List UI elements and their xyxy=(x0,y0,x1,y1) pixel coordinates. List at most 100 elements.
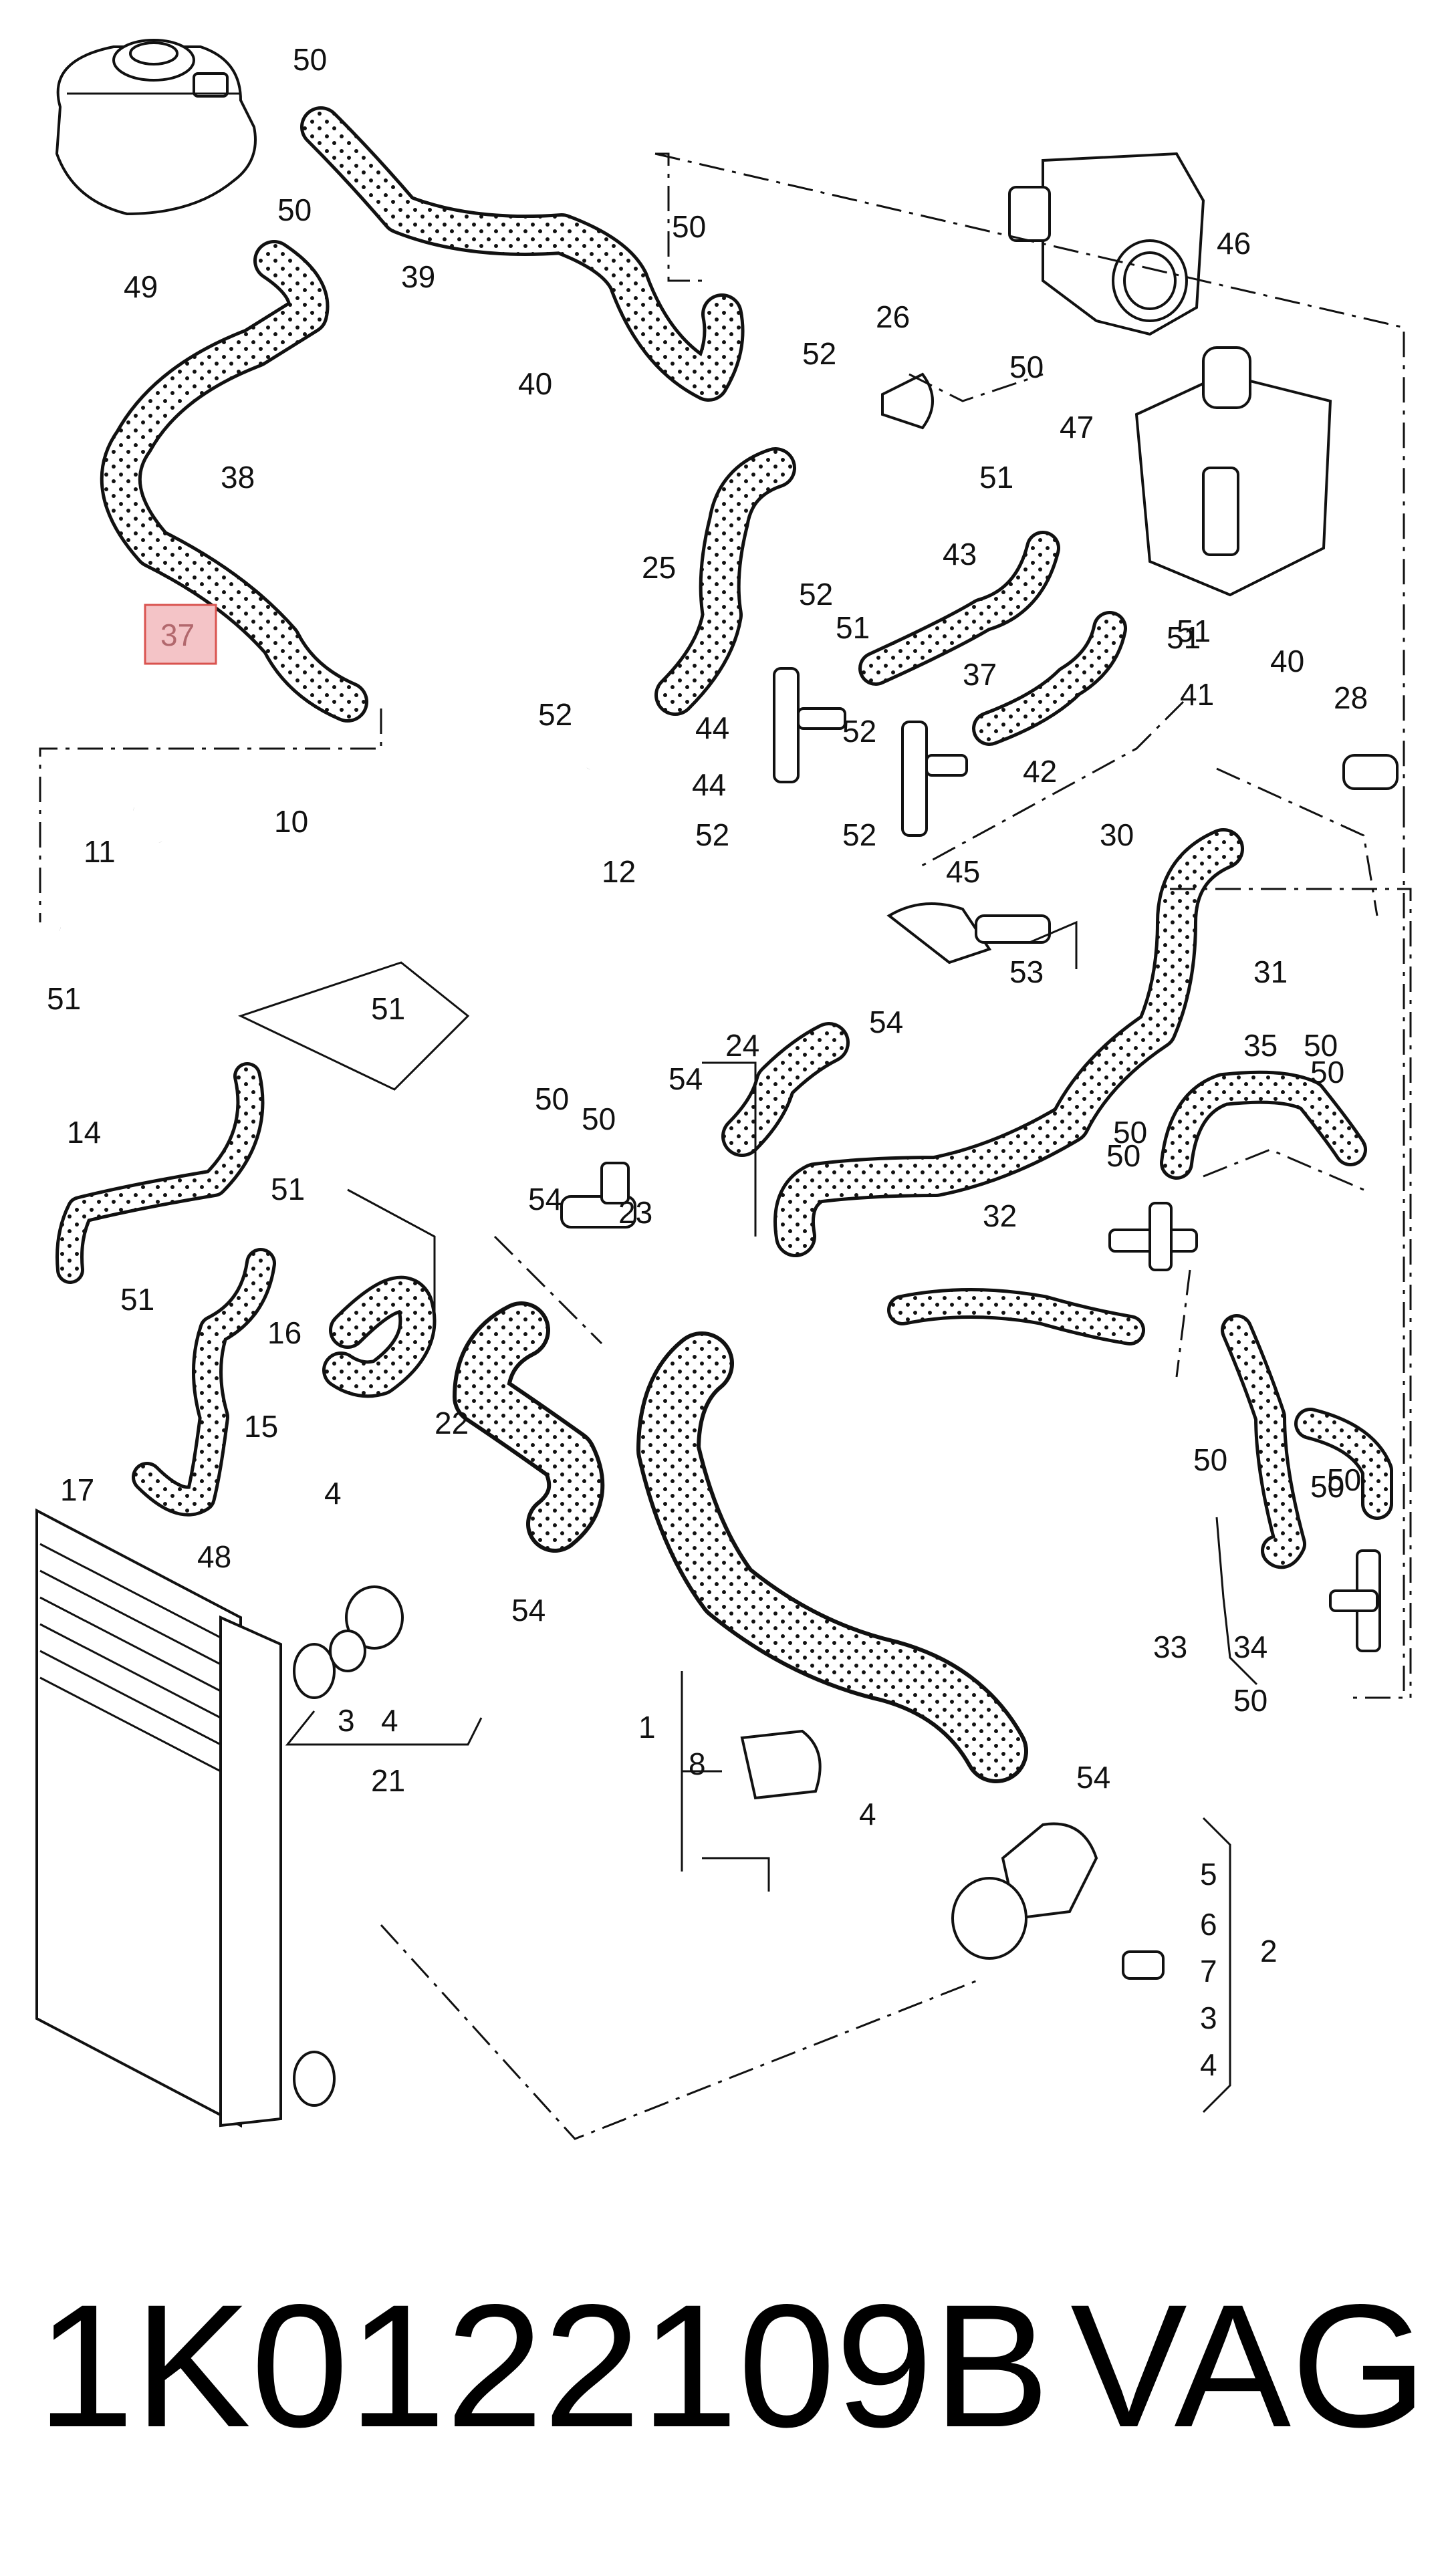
callout-label: 3 xyxy=(338,1703,355,1738)
callout-label: 8 xyxy=(689,1747,706,1781)
callout-label: 39 xyxy=(401,259,435,294)
hose-16 xyxy=(322,1275,437,1398)
callout-label: 53 xyxy=(1009,954,1044,989)
callout-label: 24 xyxy=(725,1028,759,1063)
callout-label: 4 xyxy=(1200,2047,1217,2082)
callout-label: 35 xyxy=(1243,1028,1278,1063)
callout-label: 5 xyxy=(1200,1857,1217,1892)
hose-15 xyxy=(132,1248,276,1517)
callout-label: 52 xyxy=(802,336,836,371)
callout-label: 40 xyxy=(518,366,552,401)
callout-label: 45 xyxy=(946,854,980,889)
hose-14 xyxy=(55,1062,265,1284)
callout-label: 1 xyxy=(638,1710,656,1745)
callout-label: 17 xyxy=(60,1472,94,1507)
callout-label: 16 xyxy=(267,1315,301,1350)
callout-label: 54 xyxy=(528,1182,562,1216)
callout-label: 43 xyxy=(943,537,977,571)
hose-39 xyxy=(300,106,745,402)
callout-label: 32 xyxy=(983,1198,1017,1233)
flange-45 xyxy=(886,902,1051,964)
callout-label: 51 xyxy=(1177,614,1211,648)
hose-1 xyxy=(636,1331,1028,1783)
tee-fitting-23 xyxy=(560,1162,636,1229)
callout-label: 11 xyxy=(84,834,116,869)
callout-label: 48 xyxy=(197,1539,231,1574)
sensor-28 xyxy=(1342,754,1399,790)
callout-label: 7 xyxy=(1200,1954,1217,1988)
hose-37 xyxy=(100,240,368,723)
fitting-26 xyxy=(881,372,934,430)
callout-label: 15 xyxy=(244,1409,278,1444)
callout-label: 4 xyxy=(324,1476,342,1511)
callout-label: 50 xyxy=(1009,350,1044,384)
callout-label: 54 xyxy=(669,1061,703,1096)
radiator-48 xyxy=(35,1508,336,2128)
callout-label: 33 xyxy=(1153,1630,1187,1664)
bracket-8 xyxy=(740,1729,822,1800)
callout-label: 51 xyxy=(836,610,870,645)
callout-label: 50 xyxy=(277,192,312,227)
callout-label: 51 xyxy=(979,460,1013,495)
callout-label: 52 xyxy=(538,697,572,732)
callout-label: 54 xyxy=(869,1005,903,1039)
hose-22 xyxy=(453,1301,605,1553)
hose-43 xyxy=(858,531,1060,686)
callout-label: 52 xyxy=(842,817,876,852)
control-unit-47 xyxy=(1134,346,1332,597)
callout-label: 50 xyxy=(1106,1138,1140,1173)
connector-2 xyxy=(951,1822,1165,1980)
callout-label: 46 xyxy=(1217,226,1251,261)
callout-label: 21 xyxy=(371,1763,405,1798)
callout-label: 47 xyxy=(1060,410,1094,444)
tee-fitting-34 xyxy=(1108,1202,1381,1652)
hose-42 xyxy=(972,611,1127,746)
callout-label: 49 xyxy=(124,269,158,304)
highlighted-callout-label: 37 xyxy=(160,618,195,652)
expansion-tank xyxy=(55,39,257,216)
callout-label: 50 xyxy=(1233,1683,1267,1718)
callout-label: 31 xyxy=(1253,954,1288,989)
callout-label: 50 xyxy=(535,1081,569,1116)
callout-label: 50 xyxy=(1327,1462,1361,1497)
callout-label: 54 xyxy=(1076,1760,1110,1795)
hose-24 xyxy=(721,1022,850,1157)
callout-label: 12 xyxy=(602,854,636,889)
callout-labels: 50 50 50 50 50 50 50 50 50 49 39 46 40 2… xyxy=(47,42,1368,2082)
callout-label: 3 xyxy=(1200,2001,1217,2035)
callout-label: 51 xyxy=(371,991,405,1026)
callout-label: 28 xyxy=(1334,680,1368,715)
hose-35 xyxy=(1160,1070,1367,1180)
callout-label: 50 xyxy=(1304,1028,1338,1063)
callout-label: 10 xyxy=(274,804,308,839)
callout-label: 50 xyxy=(1193,1442,1227,1477)
callout-label: 6 xyxy=(1200,1907,1217,1942)
callout-label: 38 xyxy=(221,460,255,495)
callout-label: 50 xyxy=(1113,1115,1147,1150)
leader-lines xyxy=(238,920,1258,2113)
footer: 1K0122109B VAG xyxy=(37,2266,1427,2466)
callout-label: 44 xyxy=(692,767,726,802)
callout-label: 41 xyxy=(1180,677,1214,712)
part-number: 1K0122109B xyxy=(37,2268,1050,2464)
callout-label: 34 xyxy=(1233,1630,1267,1664)
callout-label: 51 xyxy=(1167,620,1201,655)
callout-label: 14 xyxy=(67,1115,101,1150)
hose-30 xyxy=(773,828,1244,1257)
callout-label: 37 xyxy=(963,657,997,692)
callout-label: 50 xyxy=(582,1102,616,1136)
callout-label: 2 xyxy=(1260,1934,1278,1968)
pipe-10 xyxy=(59,763,599,950)
hose-32 xyxy=(887,1288,1145,1345)
dashed-group-lines xyxy=(39,152,1412,2140)
callout-label: 51 xyxy=(47,981,81,1016)
callout-label: 22 xyxy=(435,1406,469,1440)
callout-label: 54 xyxy=(511,1593,546,1628)
callout-label: 50 xyxy=(1310,1469,1344,1504)
connector-21 xyxy=(329,1585,404,1672)
highlighted-callout[interactable]: 37 xyxy=(144,604,217,665)
callout-label: 52 xyxy=(842,714,876,749)
callout-label: 44 xyxy=(695,711,729,745)
brand-name: VAG xyxy=(1070,2268,1427,2464)
